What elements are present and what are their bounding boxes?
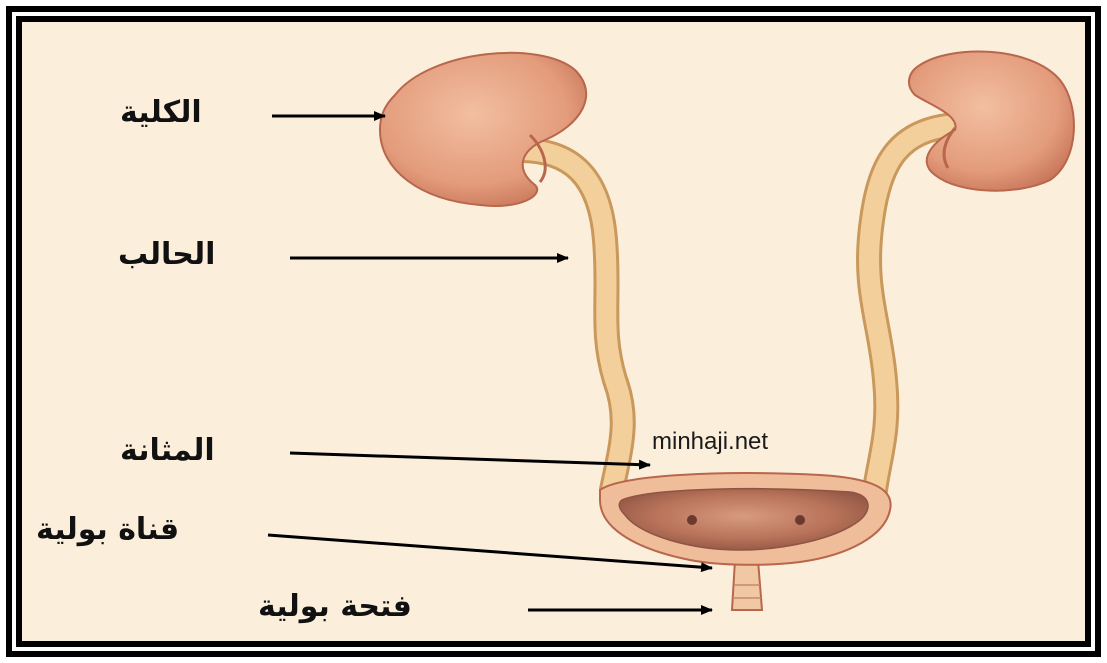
label-ureter: الحالب bbox=[118, 240, 215, 270]
label-bladder: المثانة bbox=[120, 436, 215, 466]
label-kidney: الكلية bbox=[120, 98, 202, 128]
label-urethra: قناة بولية bbox=[36, 515, 179, 545]
label-urinary-opening: فتحة بولية bbox=[258, 592, 412, 622]
ureter-opening-left bbox=[687, 515, 697, 525]
watermark-text: minhaji.net bbox=[652, 430, 768, 454]
ureter-opening-right bbox=[795, 515, 805, 525]
